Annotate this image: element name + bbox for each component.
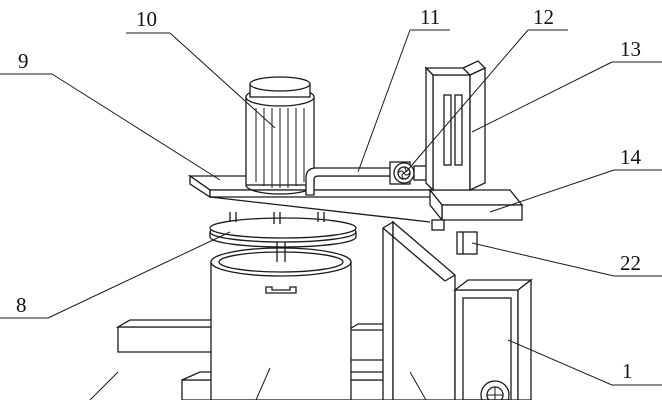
arm-block	[428, 188, 524, 231]
motor	[245, 76, 315, 195]
housing-box	[453, 278, 533, 400]
label-1: 1	[622, 359, 633, 383]
label-11: 11	[420, 5, 440, 29]
label-10: 10	[136, 7, 157, 31]
mixing-tank	[210, 238, 352, 400]
callout-14: 14	[489, 145, 662, 213]
callout-11: 11	[357, 5, 450, 173]
callout-1: 1	[507, 339, 662, 386]
label-8: 8	[16, 293, 27, 317]
label-13: 13	[620, 37, 641, 61]
lid-disc	[209, 212, 357, 248]
bottom-leaders	[89, 367, 427, 400]
label-12: 12	[533, 5, 554, 29]
label-14: 14	[620, 145, 642, 169]
shaft	[456, 231, 478, 255]
label-9: 9	[18, 49, 29, 73]
callout-10: 10	[126, 7, 276, 129]
callout-22: 22	[471, 242, 662, 277]
label-22: 22	[620, 251, 641, 275]
left-support-beam	[115, 319, 227, 353]
callout-9: 9	[0, 49, 221, 181]
tall-box	[424, 60, 487, 192]
callout-12: 12	[405, 5, 568, 173]
callout-8: 8	[0, 231, 231, 319]
vertical-column	[382, 220, 456, 400]
callout-13: 13	[471, 37, 662, 133]
